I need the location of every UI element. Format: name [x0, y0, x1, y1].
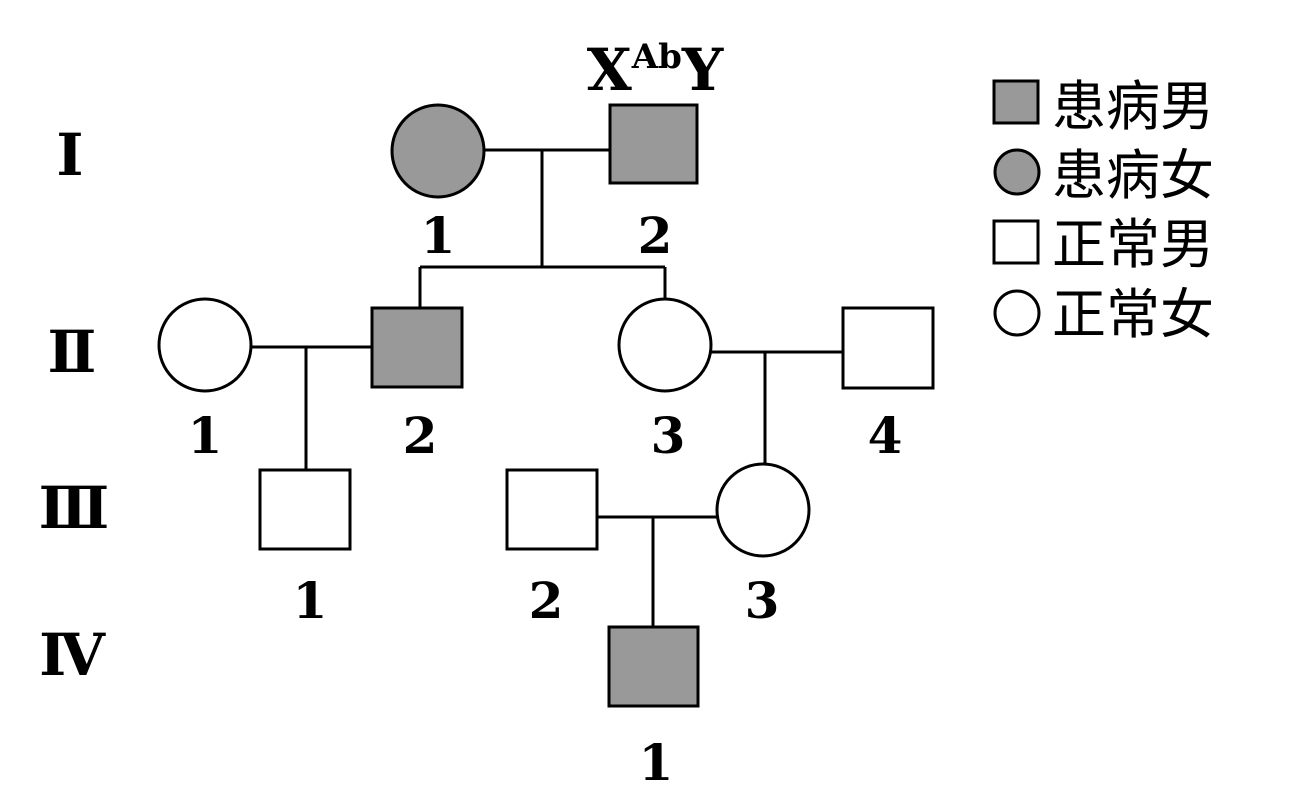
- legend-label-affected-female: 患病女: [1052, 144, 1214, 207]
- legend-label-affected-male: 患病男: [1052, 75, 1214, 138]
- legend-normal-male-square: [992, 219, 1040, 265]
- genotype-x: X: [587, 36, 632, 104]
- individual-III3-normal-female: [715, 462, 811, 558]
- individual-II1-normal-female: [157, 297, 253, 393]
- individual-III1-normal-male: [258, 468, 352, 551]
- individual-I2-affected-male: [608, 103, 699, 185]
- number-II4: 4: [868, 406, 903, 465]
- number-II3: 3: [651, 406, 686, 465]
- number-I2: 2: [638, 206, 673, 265]
- individual-IV1-affected-male: [607, 625, 700, 708]
- number-III2: 2: [529, 571, 564, 630]
- genotype-label: XAbY: [587, 36, 724, 104]
- legend-affected-male-square: [992, 79, 1040, 125]
- individual-I1-affected-female: [390, 103, 486, 199]
- genotype-superscript: Ab: [631, 37, 682, 77]
- pedigree-lines: [251, 148, 843, 627]
- legend-label-normal-male: 正常男: [1052, 213, 1214, 276]
- number-I1: 1: [421, 206, 456, 265]
- legend-label-normal-female: 正常女: [1052, 283, 1214, 346]
- number-III3: 3: [745, 571, 780, 630]
- number-III1: 1: [293, 571, 328, 630]
- legend-normal-female-circle: [993, 289, 1041, 337]
- individual-II4-normal-male: [841, 306, 935, 390]
- generation-label-2: Ⅱ: [48, 318, 97, 386]
- individuals: [157, 103, 935, 708]
- individual-numbers: 1 2 1 2 3 4 1 2 3 1: [188, 206, 903, 792]
- individual-II3-normal-female: [617, 297, 713, 393]
- generation-label-3: Ⅲ: [39, 474, 110, 542]
- number-IV1: 1: [639, 733, 674, 792]
- legend: 患病男 患病女 正常男 正常女: [992, 75, 1214, 346]
- generation-label-1: Ⅰ: [56, 121, 83, 189]
- individual-III2-normal-male: [505, 468, 599, 551]
- genotype-y: Y: [681, 36, 724, 104]
- number-II1: 1: [188, 406, 223, 465]
- legend-affected-female-circle: [993, 148, 1041, 196]
- number-II2: 2: [403, 406, 438, 465]
- generation-label-4: Ⅳ: [39, 621, 106, 689]
- individual-II2-affected-male: [370, 306, 464, 389]
